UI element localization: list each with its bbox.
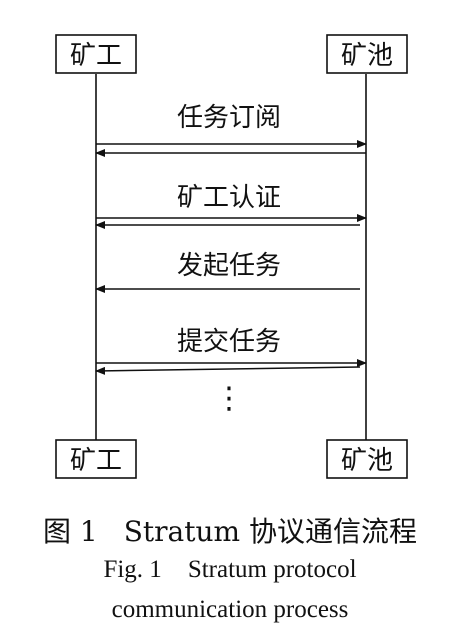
participant-miner-bottom: 矿工 [55,439,137,479]
figure-caption-chinese: 图 1 Stratum 协议通信流程 [0,510,460,550]
participant-miner-top: 矿工 [55,34,137,74]
message-initiate-task-label: 发起任务 [177,251,281,281]
participant-pool-bottom: 矿池 [326,439,408,479]
figure-number-cn: 图 1 [43,515,98,548]
figure-title-en-line1: Stratum protocol [187,556,357,583]
message-miner-auth-label: 矿工认证 [177,183,281,213]
participant-pool-top: 矿池 [326,34,408,74]
continuation-ellipsis: ⋮ [214,381,244,416]
message-initiate-task: 发起任务 [95,251,360,293]
sequence-diagram: 矿工 矿池 任务订阅 矿工认证 发起任务 提交任务 ⋮ 矿工 矿池 [55,34,408,479]
figure-number-en: Fig. 1 [103,556,162,583]
message-miner-auth: 矿工认证 [95,183,367,229]
arrow-submit-task-to-miner [95,366,361,375]
participant-miner-top-label: 矿工 [70,41,122,71]
figure-title-en-line2: communication process [111,596,349,623]
figure-title-cn: Stratum 协议通信流程 [123,515,417,548]
participant-pool-top-label: 矿池 [341,41,393,71]
message-task-subscribe: 任务订阅 [95,103,367,157]
participant-miner-bottom-label: 矿工 [70,446,122,476]
figure-caption-english-line1: Fig. 1 Stratum protocol [0,556,460,584]
figure-caption-english-line2: communication process [0,596,460,624]
message-submit-task: 提交任务 [95,327,367,375]
message-task-subscribe-label: 任务订阅 [177,103,281,133]
participant-pool-bottom-label: 矿池 [341,446,393,476]
message-submit-task-label: 提交任务 [177,327,281,357]
